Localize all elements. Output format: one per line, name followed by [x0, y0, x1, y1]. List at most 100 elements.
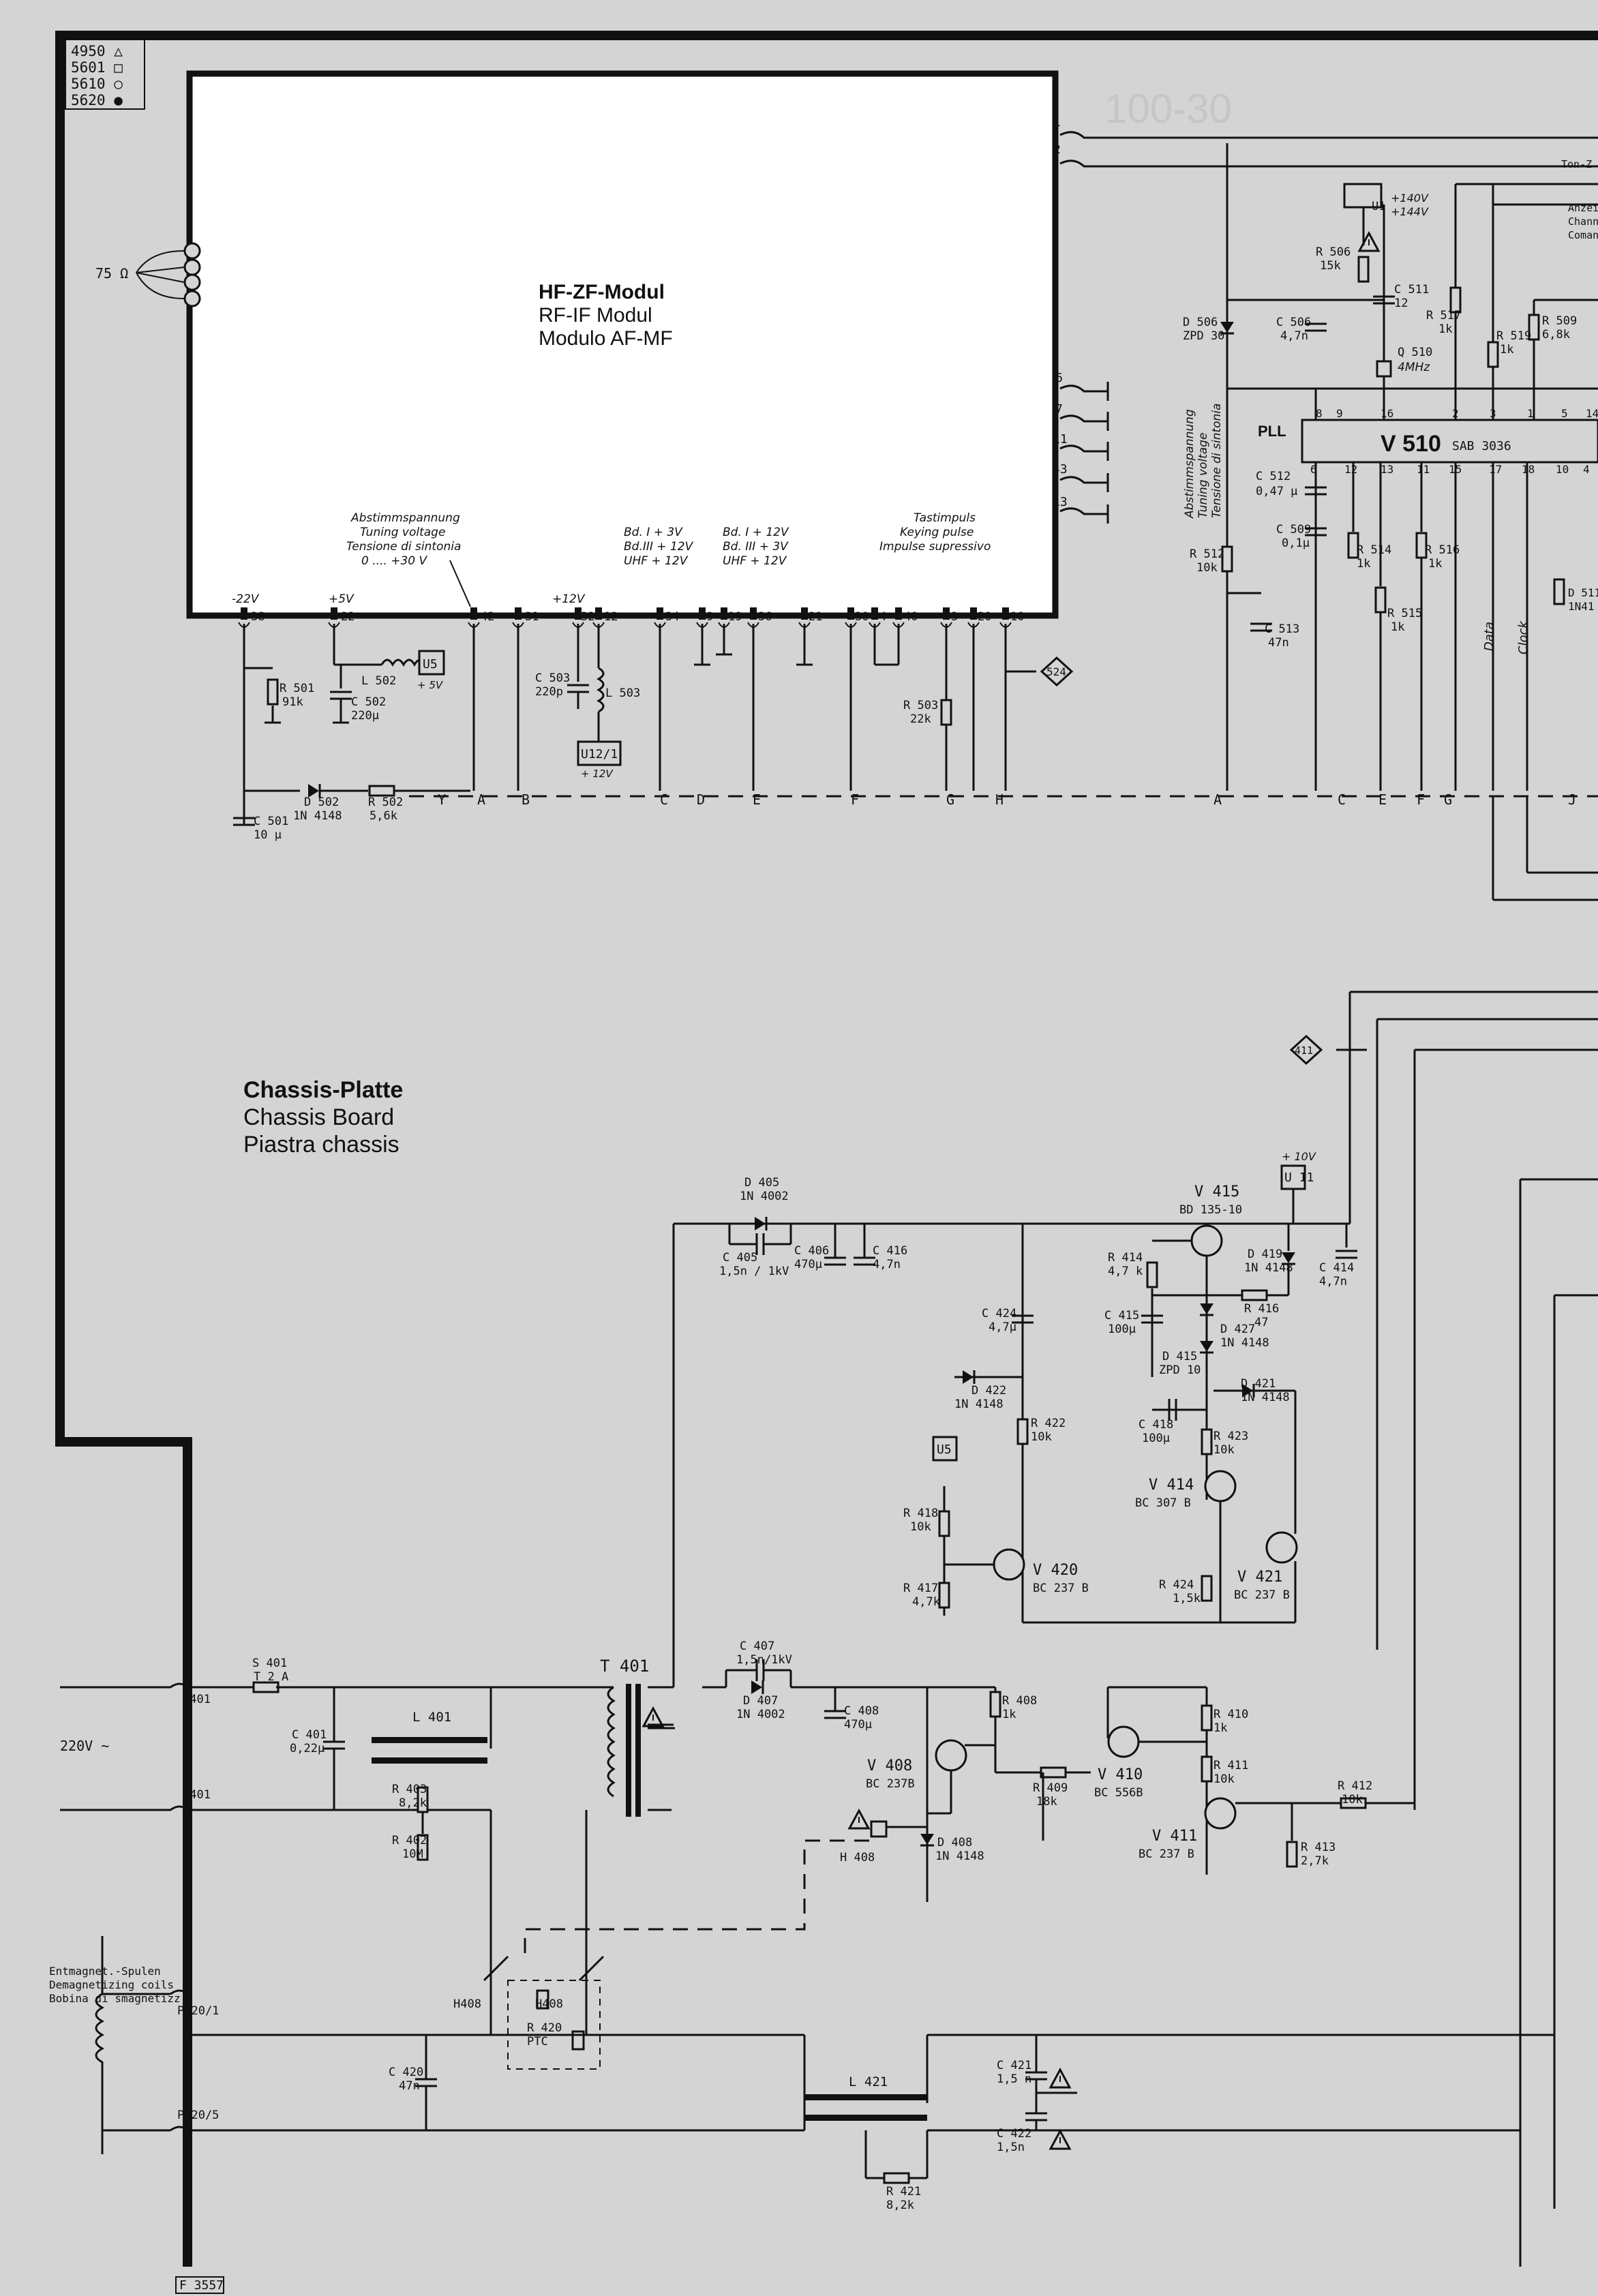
- part-label: P401: [183, 1693, 211, 1706]
- part-label: V 415: [1194, 1183, 1239, 1200]
- mains-label: 220V ~: [60, 1738, 109, 1754]
- pin-label: 18: [1522, 463, 1535, 476]
- connector-letter: Y: [438, 791, 446, 808]
- part-label: C 509: [1276, 523, 1311, 537]
- part-label: C 501: [254, 815, 288, 828]
- part-label: R 514: [1357, 543, 1391, 557]
- part-label: C 502: [351, 695, 386, 709]
- part-value: + 12V: [581, 768, 614, 780]
- part-value: BC 237 B: [1033, 1582, 1089, 1595]
- part-value: 18k: [1036, 1795, 1057, 1809]
- part-value: 1N 4148: [1220, 1336, 1269, 1350]
- note-line: UHF + 12V: [723, 554, 787, 568]
- pin-label: 8: [1316, 407, 1323, 420]
- part-value: 470µ: [794, 1258, 822, 1271]
- antenna-input: 75 Ω: [95, 242, 201, 307]
- part-label: R 503: [903, 699, 938, 712]
- part-label: C 407: [740, 1640, 774, 1653]
- part-value: 12: [1394, 297, 1408, 310]
- part-label: R 414: [1108, 1251, 1143, 1265]
- edge-label: Coman: [1568, 229, 1598, 241]
- legend-line-3: 5610 ○: [71, 76, 123, 92]
- part-value: 1k: [1357, 557, 1370, 571]
- part-value: 8,2k: [399, 1796, 427, 1810]
- mains-section: [60, 1658, 1415, 2070]
- part-value: 10k: [1196, 561, 1218, 575]
- part-value: 470µ: [844, 1718, 872, 1732]
- signal-label: Data: [1482, 622, 1496, 651]
- part-label: V 421: [1237, 1569, 1282, 1586]
- part-label: R 409: [1033, 1781, 1068, 1795]
- part-label: D 506: [1183, 316, 1218, 329]
- pin-label: 9: [1336, 407, 1343, 420]
- pin-label: 12: [1344, 463, 1357, 476]
- part-label: V 410: [1098, 1766, 1143, 1783]
- pin-label: 12: [604, 610, 618, 624]
- note-line: Keying pulse: [900, 526, 974, 539]
- chassis-title-de: Chassis-Platte: [243, 1077, 403, 1103]
- module-right-pins: 1 2 6 7 11 43 13: [1053, 115, 1598, 524]
- pll-label: PLL: [1258, 423, 1286, 440]
- part-value: 1N 4148: [935, 1849, 984, 1863]
- part-label: R 413: [1301, 1841, 1336, 1854]
- connector-letter: G: [1444, 791, 1452, 808]
- ic-part: SAB 3036: [1452, 439, 1511, 453]
- pin-label: 14: [1586, 407, 1598, 420]
- note-line: Demagnetizing coils: [49, 1978, 174, 1991]
- part-label: L 502: [361, 674, 396, 688]
- board-outline: [55, 31, 1598, 2267]
- note-line: Bd. III + 3V: [723, 540, 789, 554]
- hf-module-title: HF-ZF-Modul: [539, 281, 665, 303]
- hf-module: HF-ZF-Modul RF-IF Modul Modulo AF-MF: [186, 70, 1059, 619]
- part-label: R 502: [368, 796, 403, 809]
- side-note: Tuning voltage: [1196, 433, 1210, 518]
- part-label: D 407: [743, 1694, 778, 1708]
- connector-letter: G: [946, 791, 954, 808]
- part-label: C 424: [982, 1307, 1016, 1320]
- part-label: U12/1: [581, 747, 618, 761]
- part-label: D 405: [744, 1176, 779, 1190]
- connector-letter: E: [753, 791, 761, 808]
- hf-module-title-it: Modulo AF-MF: [539, 327, 673, 350]
- part-label: P420/1: [177, 2004, 219, 2018]
- part-value: 0,47 µ: [1256, 485, 1297, 498]
- note-line: Bd. I + 3V: [624, 526, 683, 539]
- pin-label: 20: [978, 610, 991, 624]
- part-value: ZPD 10: [1159, 1363, 1201, 1377]
- band-voltages-2: Bd. I + 12V Bd. III + 3V UHF + 12V: [723, 526, 789, 568]
- pin-label: 6: [1055, 371, 1063, 385]
- pin-label: 11: [1417, 463, 1430, 476]
- pin-label: 3: [951, 610, 958, 624]
- right-bus-lines: 411: [1289, 991, 1598, 2267]
- part-value: T 2 A: [254, 1670, 288, 1684]
- part-value: 1N 4002: [736, 1708, 785, 1721]
- mains-parts-labels: S 401 T 2 A P401 P401 220V ~ C 401 0,22µ…: [60, 1640, 1372, 2049]
- pin-label: 17: [1489, 463, 1502, 476]
- connector-letter: C: [1338, 791, 1346, 808]
- part-value: 10 µ: [254, 828, 282, 842]
- part-value: ZPD 30: [1183, 329, 1224, 343]
- part-value: 1N41: [1568, 600, 1595, 613]
- part-value: 6,8k: [1542, 328, 1570, 342]
- part-label: R 402: [392, 1834, 427, 1847]
- part-label: U 11: [1284, 1170, 1314, 1185]
- legend: 4950 △ 5601 □ 5610 ○ 5620 ●: [65, 39, 145, 110]
- part-label: R 408: [1002, 1694, 1037, 1708]
- part-value: 1k: [1500, 343, 1513, 357]
- part-value: 91k: [282, 695, 303, 709]
- part-label: C 405: [723, 1251, 757, 1265]
- part-value: 1N 4148: [954, 1398, 1004, 1411]
- tuning-voltage-note: Abstimmspannung Tuning voltage Tensione …: [346, 511, 471, 607]
- connector-bus: Y A B C D E F G H A C E F G J: [409, 791, 1598, 808]
- pin-label: 7: [1055, 402, 1063, 417]
- part-label: C 414: [1319, 1261, 1354, 1275]
- part-label: L 401: [412, 1710, 451, 1725]
- part-value: BC 237 B: [1234, 1588, 1290, 1602]
- pin-label: 30: [855, 610, 869, 624]
- part-label: C 420: [389, 2066, 423, 2079]
- connector-letter: E: [1378, 791, 1387, 808]
- part-label: T 401: [600, 1657, 649, 1676]
- part-value: 1N 4148: [1244, 1261, 1293, 1275]
- part-value: 10k: [1213, 1443, 1235, 1457]
